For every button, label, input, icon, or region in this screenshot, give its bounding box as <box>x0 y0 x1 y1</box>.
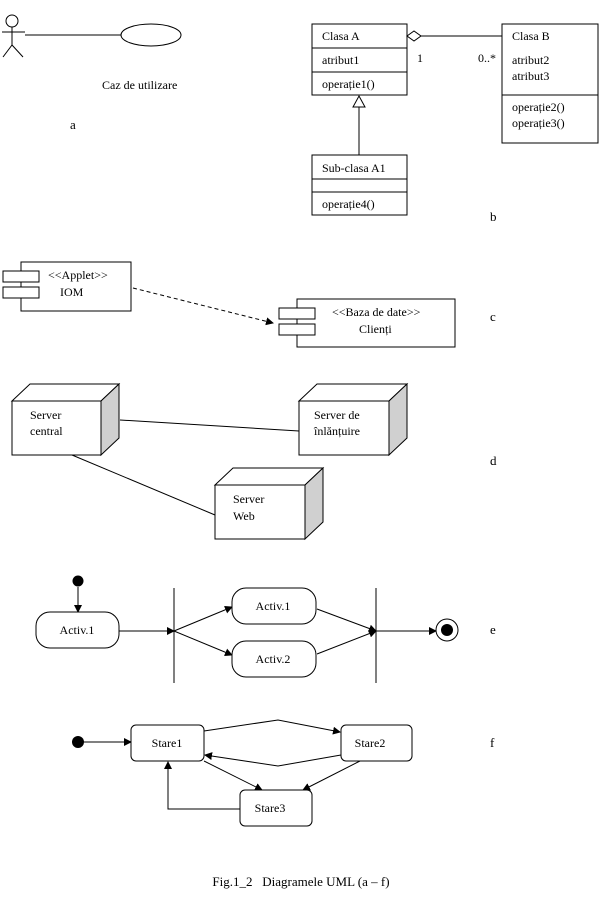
class-b-operation: operație3() <box>512 116 565 130</box>
node-server-central-line2: central <box>30 424 63 438</box>
node-link <box>119 419 300 432</box>
transition-1-to-2 <box>203 719 341 735</box>
panel-label-c: c <box>490 309 496 324</box>
component-database-name: Clienți <box>359 322 392 336</box>
component-database-stereotype: <<Baza de date>> <box>332 305 421 319</box>
activity-start <box>35 611 120 649</box>
use-case-ellipse <box>120 23 182 47</box>
class-a-name: Clasa A <box>322 29 360 43</box>
node-server-web: Server Web <box>213 466 325 541</box>
multiplicity-a: 1 <box>417 51 423 65</box>
panel-b-class-diagram: Clasa A atribut1 operație1() Clasa B atr… <box>311 23 599 224</box>
use-case-label: Caz de utilizare <box>102 78 177 92</box>
panel-label-b: b <box>490 209 497 224</box>
panel-c-component-diagram: <<Applet>> IOM <<Baza de date>> Clienți … <box>2 261 496 348</box>
class-b-operation: operație2() <box>512 100 565 114</box>
class-b-box: Clasa B atribut2 atribut3 operație2() op… <box>501 23 599 144</box>
node-server-chain-line1: Server de <box>314 408 360 422</box>
dependency-arrow <box>132 287 274 326</box>
node-server-web-line1: Server <box>233 492 264 506</box>
node-link <box>71 454 216 516</box>
inheritance-triangle-icon <box>352 94 366 108</box>
figure-caption: Fig.1_2 Diagramele UML (a – f) <box>212 874 389 889</box>
state-2-label: Stare2 <box>355 736 386 750</box>
state-2 <box>340 724 413 762</box>
aggregation-association: 1 0..* <box>406 30 502 65</box>
panel-e-activity-diagram: Activ.1 Activ.1 Activ.2 e <box>35 575 496 683</box>
panel-d-deployment-diagram: Server central Server de înlănțuire Serv… <box>10 382 497 541</box>
class-a-operation: operație1() <box>322 77 375 91</box>
state-3 <box>239 789 313 827</box>
multiplicity-b: 0..* <box>478 51 496 65</box>
panel-label-a: a <box>70 117 76 132</box>
class-a-box: Clasa A atribut1 operație1() <box>311 23 408 96</box>
component-applet: <<Applet>> IOM <box>2 261 132 312</box>
panel-label-d: d <box>490 453 497 468</box>
activity-parallel-1 <box>231 587 317 625</box>
activity-parallel-2-label: Activ.2 <box>256 652 291 666</box>
transition-1-to-3 <box>203 760 263 791</box>
sub-class-operation: operație4() <box>322 197 375 211</box>
component-tab-icon <box>278 323 316 336</box>
initial-state-icon <box>72 736 84 748</box>
transition-3-to-1 <box>164 761 240 810</box>
component-tab-icon <box>2 270 40 283</box>
class-a-attribute: atribut1 <box>322 53 359 67</box>
state-3-label: Stare3 <box>255 801 286 815</box>
class-b-name: Clasa B <box>512 29 550 43</box>
panel-f-state-diagram: Stare1 Stare2 Stare3 f <box>72 719 495 827</box>
node-server-chain-line2: înlănțuire <box>313 424 360 438</box>
component-tab-icon <box>2 286 40 299</box>
transition-2-to-1 <box>204 752 342 767</box>
component-tab-icon <box>278 307 316 320</box>
activity-parallel-2 <box>231 640 317 678</box>
actor-icon <box>2 14 25 58</box>
component-applet-stereotype: <<Applet>> <box>48 268 108 282</box>
initial-node-icon <box>72 575 84 587</box>
activity-parallel-1-label: Activ.1 <box>256 599 291 613</box>
node-server-chain: Server de înlănțuire <box>297 382 409 457</box>
class-b-attribute: atribut3 <box>512 69 549 83</box>
node-server-web-line2: Web <box>233 509 255 523</box>
node-server-central: Server central <box>10 382 121 457</box>
activity-start-label: Activ.1 <box>60 623 95 637</box>
final-node-icon <box>435 618 459 642</box>
transition-2-to-3 <box>302 760 361 791</box>
state-1-label: Stare1 <box>152 736 183 750</box>
panel-a-use-case: Caz de utilizare a <box>2 14 182 132</box>
component-database: <<Baza de date>> Clienți <box>278 298 456 348</box>
node-server-central-line1: Server <box>30 408 61 422</box>
panel-label-e: e <box>490 622 496 637</box>
class-b-attribute: atribut2 <box>512 53 549 67</box>
generalization <box>352 94 366 155</box>
sub-class-name: Sub-clasa A1 <box>322 161 386 175</box>
sub-class-box: Sub-clasa A1 operație4() <box>311 154 408 216</box>
panel-label-f: f <box>490 735 495 750</box>
aggregation-diamond-icon <box>406 30 422 42</box>
component-applet-name: IOM <box>60 285 84 299</box>
